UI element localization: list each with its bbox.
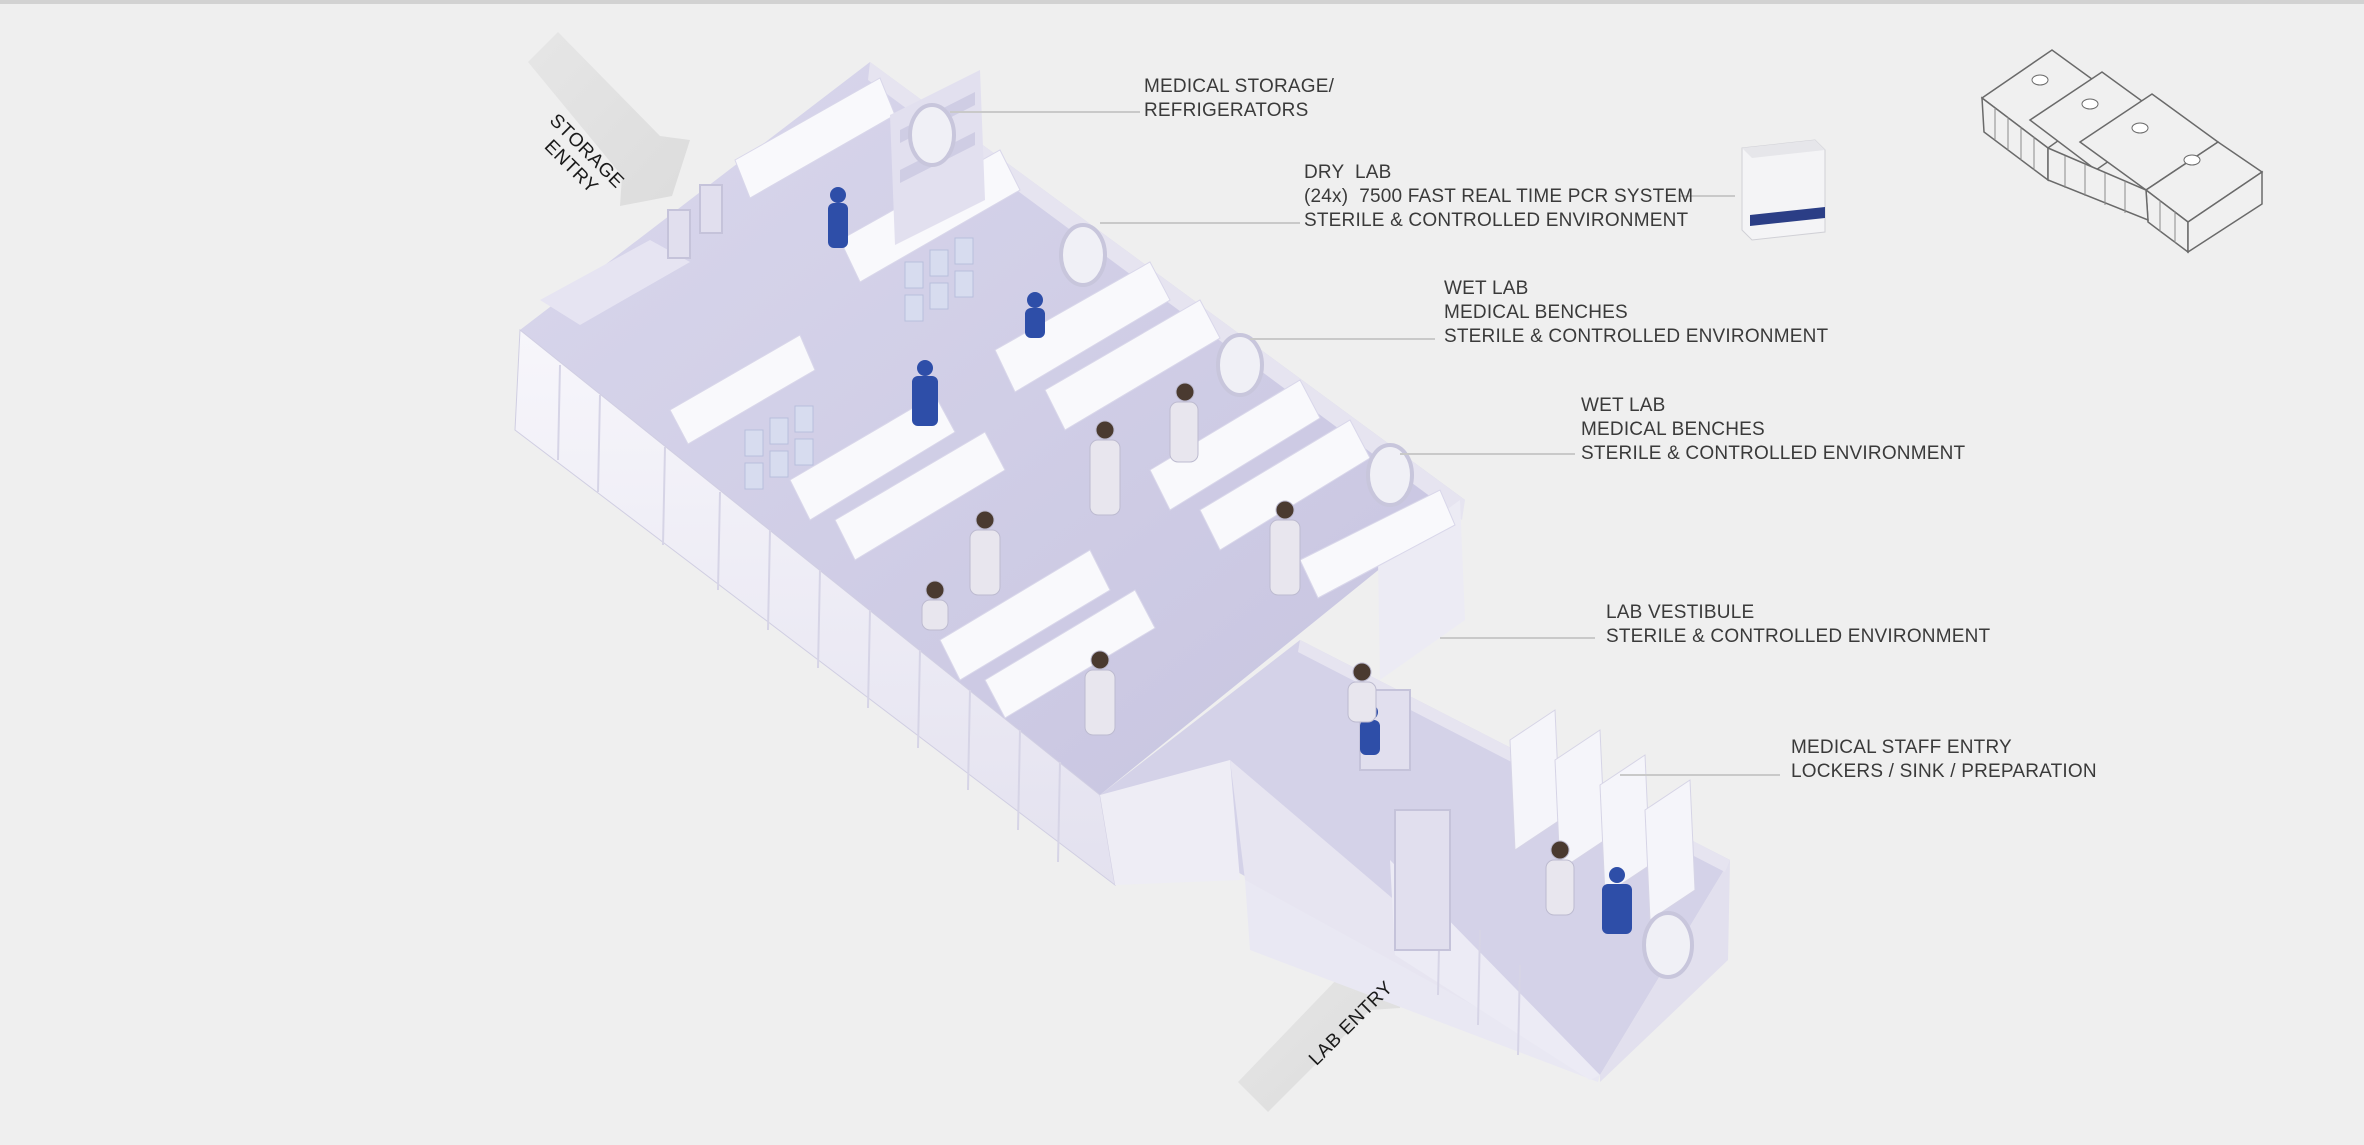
label-medical-storage-line1: MEDICAL STORAGE/ bbox=[1144, 76, 1335, 97]
label-dry-lab-line2: (24x) 7500 FAST REAL TIME PCR SYSTEM bbox=[1304, 186, 1694, 207]
label-wet-lab-2-line2: MEDICAL BENCHES bbox=[1581, 419, 1765, 440]
refrigerator-cabinets bbox=[744, 237, 974, 490]
leader-dry-lab bbox=[1100, 222, 1300, 224]
staff-lockers bbox=[1509, 709, 1696, 921]
label-dry-lab: DRY LAB (24x) 7500 FAST REAL TIME PCR SY… bbox=[1304, 161, 1693, 233]
label-medical-storage: MEDICAL STORAGE/ REFRIGERATORS bbox=[1144, 75, 1334, 123]
label-wet-lab-1-line1: WET LAB bbox=[1444, 278, 1529, 299]
leader-wet-lab-1 bbox=[1250, 338, 1435, 340]
storage-entry-arrow bbox=[528, 32, 690, 206]
leader-pcr-image bbox=[1680, 195, 1735, 197]
leader-storage bbox=[950, 111, 1140, 113]
label-medical-staff-entry-line2: LOCKERS / SINK / PREPARATION bbox=[1791, 761, 2097, 782]
label-lab-vestibule-line2: STERILE & CONTROLLED ENVIRONMENT bbox=[1606, 626, 1991, 647]
doors bbox=[667, 184, 1451, 951]
leader-vestibule bbox=[1440, 637, 1595, 639]
top-border bbox=[0, 0, 2364, 4]
label-wet-lab-2-line1: WET LAB bbox=[1581, 395, 1666, 416]
label-lab-vestibule-line1: LAB VESTIBULE bbox=[1606, 602, 1755, 623]
leader-wet-lab-2 bbox=[1400, 453, 1575, 455]
label-medical-staff-entry: MEDICAL STAFF ENTRY LOCKERS / SINK / PRE… bbox=[1791, 736, 2097, 784]
label-wet-lab-2-line3: STERILE & CONTROLLED ENVIRONMENT bbox=[1581, 443, 1966, 464]
key-plan-hatches bbox=[2031, 74, 2201, 166]
label-dry-lab-line3: STERILE & CONTROLLED ENVIRONMENT bbox=[1304, 210, 1689, 231]
pcr-machine-image bbox=[1741, 139, 1826, 241]
lab-staff-figures bbox=[828, 187, 1632, 934]
label-lab-vestibule: LAB VESTIBULE STERILE & CONTROLLED ENVIR… bbox=[1606, 601, 1990, 649]
label-wet-lab-2: WET LAB MEDICAL BENCHES STERILE & CONTRO… bbox=[1581, 394, 1965, 466]
label-medical-staff-entry-line1: MEDICAL STAFF ENTRY bbox=[1791, 737, 2012, 758]
label-wet-lab-1-line2: MEDICAL BENCHES bbox=[1444, 302, 1628, 323]
wall-corrugation bbox=[557, 364, 1521, 1056]
label-medical-storage-line2: REFRIGERATORS bbox=[1144, 100, 1309, 121]
label-wet-lab-1: WET LAB MEDICAL BENCHES STERILE & CONTRO… bbox=[1444, 277, 1828, 349]
label-dry-lab-line1: DRY LAB bbox=[1304, 162, 1392, 183]
portholes bbox=[908, 103, 1694, 979]
leader-staff-entry bbox=[1620, 774, 1780, 776]
key-plan-thumbnail bbox=[1980, 49, 2264, 254]
label-wet-lab-1-line3: STERILE & CONTROLLED ENVIRONMENT bbox=[1444, 326, 1829, 347]
key-plan-corrugation bbox=[1994, 108, 2176, 243]
